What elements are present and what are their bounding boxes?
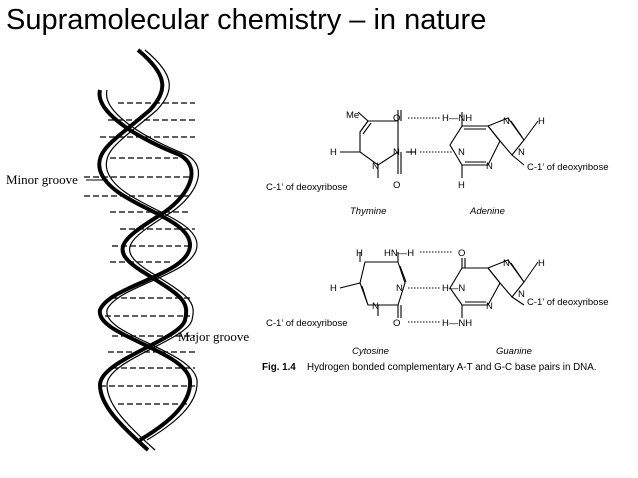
svg-text:N: N bbox=[486, 301, 493, 312]
figure-caption: Fig. 1.4 Hydrogen bonded complementary A… bbox=[262, 362, 597, 373]
svg-text:O: O bbox=[458, 248, 465, 259]
svg-text:H: H bbox=[356, 248, 363, 259]
svg-text:N: N bbox=[372, 161, 379, 172]
svg-text:H: H bbox=[538, 258, 545, 269]
svg-text:N: N bbox=[458, 147, 465, 158]
minor-groove-label: Minor groove bbox=[6, 172, 78, 187]
svg-text:H: H bbox=[538, 116, 545, 127]
svg-text:O: O bbox=[393, 318, 400, 329]
svg-text:H—NH: H—NH bbox=[442, 318, 472, 329]
adenine-label: Adenine bbox=[469, 206, 505, 217]
svg-text:O: O bbox=[393, 180, 400, 191]
svg-text:HN—H: HN—H bbox=[384, 248, 414, 259]
svg-text:C-1’ of deoxyribose: C-1’ of deoxyribose bbox=[527, 297, 609, 308]
helix-base-pairs bbox=[84, 102, 195, 405]
svg-text:H—N: H—N bbox=[442, 283, 465, 294]
svg-text:H—NH: H—NH bbox=[442, 113, 472, 124]
svg-text:N: N bbox=[518, 147, 525, 158]
gc-base-pair bbox=[339, 251, 539, 323]
svg-text:N: N bbox=[503, 258, 510, 269]
caption-fig-number: Fig. 1.4 bbox=[262, 362, 296, 373]
at-base-pair bbox=[340, 110, 539, 178]
cytosine-label: Cytosine bbox=[352, 346, 389, 357]
major-groove-marker: Major groove bbox=[178, 329, 249, 344]
svg-text:H: H bbox=[330, 283, 337, 294]
minor-groove-marker: Minor groove bbox=[6, 172, 108, 187]
svg-text:H: H bbox=[458, 180, 465, 191]
guanine-label: Guanine bbox=[496, 346, 532, 357]
major-groove-label: Major groove bbox=[178, 329, 249, 344]
svg-text:C-1’ of deoxyribose: C-1’ of deoxyribose bbox=[266, 182, 348, 193]
svg-text:O: O bbox=[393, 113, 400, 124]
thymine-label: Thymine bbox=[350, 206, 386, 217]
svg-text:H: H bbox=[330, 147, 337, 158]
svg-text:N: N bbox=[518, 289, 525, 300]
svg-text:N: N bbox=[393, 147, 400, 158]
svg-text:N: N bbox=[396, 283, 403, 294]
svg-text:Me: Me bbox=[346, 110, 359, 121]
helix-strand-a bbox=[97, 48, 193, 442]
slide-title: Supramolecular chemistry – in nature bbox=[6, 4, 487, 36]
caption-text: Hydrogen bonded complementary A-T and G-… bbox=[307, 362, 597, 373]
svg-text:H: H bbox=[410, 147, 417, 158]
svg-text:C-1’ of deoxyribose: C-1’ of deoxyribose bbox=[527, 162, 609, 173]
svg-text:C-1’ of deoxyribose: C-1’ of deoxyribose bbox=[266, 318, 348, 329]
gc-labels: H HN—H H N N O C-1’ of deoxyribose O H—N… bbox=[266, 248, 609, 357]
at-labels: Me O H N N O C-1’ of deoxyribose H—NH H … bbox=[266, 110, 609, 217]
svg-text:N: N bbox=[486, 161, 493, 172]
svg-text:N: N bbox=[372, 301, 379, 312]
helix-strand-b bbox=[97, 89, 194, 452]
double-helix bbox=[84, 48, 200, 452]
svg-text:N: N bbox=[503, 116, 510, 127]
